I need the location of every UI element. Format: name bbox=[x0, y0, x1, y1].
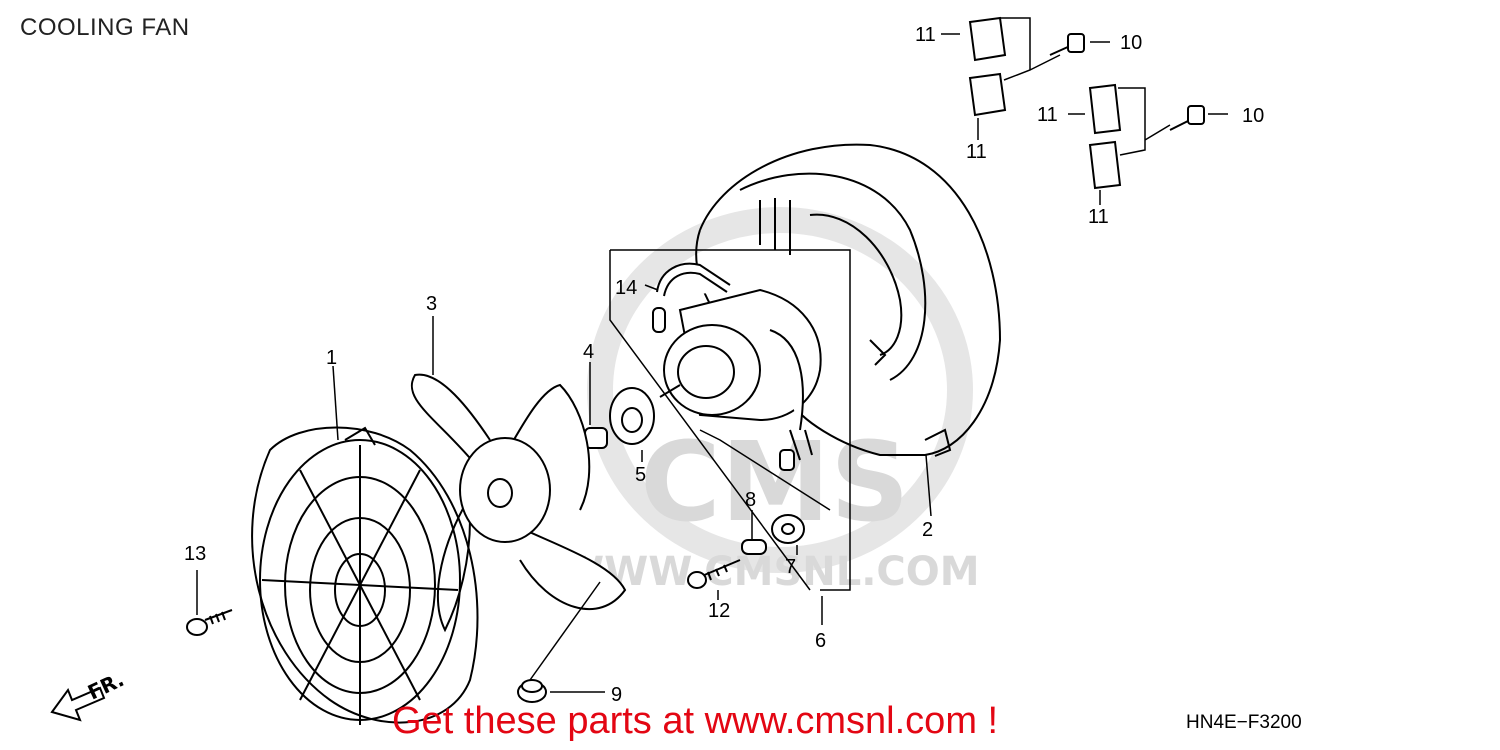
callout-11-b: 11 bbox=[966, 141, 987, 163]
callout-5: 5 bbox=[635, 464, 646, 486]
front-arrow-icon bbox=[50, 686, 106, 722]
callout-6: 6 bbox=[815, 630, 826, 652]
part-8-collar bbox=[741, 539, 767, 555]
callout-13: 13 bbox=[184, 543, 206, 565]
front-direction-marker: FR. bbox=[50, 667, 128, 722]
parts-store-banner[interactable]: Get these parts at www.cmsnl.com ! bbox=[392, 700, 999, 742]
diagram-reference-code: HN4E−F3200 bbox=[1186, 712, 1302, 733]
callout-4: 4 bbox=[583, 341, 594, 363]
part-6-fan-motor bbox=[659, 288, 822, 471]
part-12-bolt bbox=[687, 559, 741, 589]
callout-8: 8 bbox=[745, 489, 756, 511]
callout-11-c: 11 bbox=[1037, 104, 1058, 126]
callout-numbers: 1 2 3 4 5 6 7 8 9 10 10 11 11 11 11 12 1… bbox=[184, 24, 1264, 706]
callout-10-lower: 10 bbox=[1242, 105, 1264, 127]
callout-9: 9 bbox=[611, 684, 622, 706]
diagram-title: COOLING FAN bbox=[20, 14, 190, 41]
part-14-wire-grommet bbox=[652, 262, 731, 333]
callout-2: 2 bbox=[922, 519, 933, 541]
callout-3: 3 bbox=[426, 293, 437, 315]
callout-10-upper: 10 bbox=[1120, 32, 1142, 54]
part-2-fan-shroud bbox=[695, 143, 1002, 457]
callout-1: 1 bbox=[326, 347, 337, 369]
callout-11-d: 11 bbox=[1088, 206, 1109, 228]
part-10-flange-bolts bbox=[1049, 33, 1205, 131]
callout-14: 14 bbox=[615, 277, 637, 299]
front-label: FR. bbox=[84, 667, 128, 704]
part-1-fan-guard bbox=[251, 426, 479, 725]
callout-7: 7 bbox=[785, 556, 796, 578]
part-7-rubber-mount bbox=[771, 514, 805, 544]
callout-leader-lines bbox=[196, 17, 1228, 693]
callout-11-a: 11 bbox=[915, 24, 936, 46]
part-3-fan-blade bbox=[410, 373, 627, 633]
part-13-screw bbox=[186, 609, 233, 636]
callout-12: 12 bbox=[708, 600, 730, 622]
part-11-clip-nuts bbox=[968, 16, 1122, 190]
part-6-bracket-lines bbox=[609, 249, 851, 591]
part-9-nut bbox=[517, 679, 547, 703]
part-5-bushing bbox=[609, 387, 655, 445]
watermark-site: WWW.CMSNL.COM bbox=[560, 549, 980, 595]
